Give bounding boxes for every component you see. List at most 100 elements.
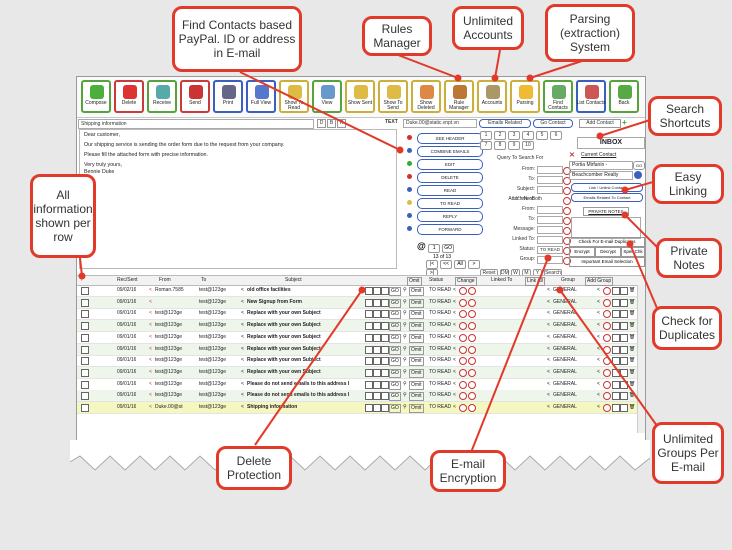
row-go-button[interactable]: GO: [389, 287, 401, 296]
row-go-button[interactable]: GO: [389, 392, 401, 402]
row-go-button[interactable]: GO: [389, 298, 401, 308]
row-omit-button[interactable]: Omit: [409, 380, 424, 390]
query-input[interactable]: [537, 166, 563, 174]
row-group-checkbox[interactable]: [612, 357, 620, 366]
search-icon[interactable]: ⚲: [403, 322, 407, 329]
row-group-checkbox[interactable]: [612, 322, 620, 331]
row-group-checkbox[interactable]: [620, 345, 628, 354]
row-flag-checkbox[interactable]: [365, 368, 373, 377]
row-flag-checkbox[interactable]: [373, 287, 381, 295]
copy-icon[interactable]: [603, 345, 611, 354]
col-linked-to[interactable]: Linked To: [491, 277, 513, 283]
row-omit-button[interactable]: Omit: [409, 333, 424, 343]
toolbar-button-receive[interactable]: Receive: [147, 80, 177, 113]
row-group-checkbox[interactable]: [612, 298, 620, 307]
row-flag-checkbox[interactable]: [365, 357, 373, 366]
row-flag-checkbox[interactable]: [365, 287, 373, 295]
row-checkbox[interactable]: [81, 380, 89, 389]
delete-icon[interactable]: [468, 310, 476, 319]
read-icon[interactable]: [459, 322, 467, 331]
col-to[interactable]: To: [201, 277, 207, 283]
query-input[interactable]: [537, 226, 563, 234]
search-icon[interactable]: ⚲: [403, 404, 407, 410]
close-icon[interactable]: ✕: [569, 152, 575, 159]
row-flag-checkbox[interactable]: [381, 380, 389, 389]
page-input[interactable]: 1: [428, 244, 441, 253]
row-checkbox[interactable]: [81, 357, 89, 366]
read-icon[interactable]: [459, 357, 467, 366]
emails-related-contact-button[interactable]: Emails Related To Contact: [571, 193, 643, 202]
row-flag-checkbox[interactable]: [381, 357, 389, 366]
row-omit-button[interactable]: Omit: [409, 392, 424, 402]
clear-icon[interactable]: [563, 227, 571, 235]
delete-icon[interactable]: [468, 404, 476, 412]
row-checkbox[interactable]: [81, 310, 89, 319]
trash-icon[interactable]: 🗑: [629, 298, 636, 305]
clear-icon[interactable]: [563, 237, 571, 245]
action-see-header-button[interactable]: SEE HEADER: [417, 133, 483, 144]
row-group-checkbox[interactable]: [612, 333, 620, 342]
delete-icon[interactable]: [468, 368, 476, 377]
delete-icon[interactable]: [468, 345, 476, 354]
clear-icon[interactable]: [563, 177, 571, 185]
toolbar-button-compose[interactable]: Compose: [81, 80, 111, 113]
copy-icon[interactable]: [603, 298, 611, 307]
toolbar-button-show-deleted[interactable]: Show Deleted: [411, 80, 441, 113]
row-flag-checkbox[interactable]: [381, 345, 389, 354]
row-go-button[interactable]: GO: [389, 368, 401, 378]
row-flag-checkbox[interactable]: [381, 392, 389, 401]
row-flag-checkbox[interactable]: [381, 404, 389, 412]
row-flag-checkbox[interactable]: [381, 368, 389, 377]
row-go-button[interactable]: GO: [389, 333, 401, 343]
row-group-checkbox[interactable]: [612, 287, 620, 295]
search-icon[interactable]: ⚲: [403, 333, 407, 340]
toolbar-button-send[interactable]: Send: [180, 80, 210, 113]
row-flag-checkbox[interactable]: [373, 298, 381, 307]
row-group-checkbox[interactable]: [620, 404, 628, 412]
shortcut-button[interactable]: 5: [536, 131, 548, 140]
delete-icon[interactable]: [468, 380, 476, 389]
list-scrollbar[interactable]: [637, 285, 645, 433]
row-checkbox[interactable]: [81, 368, 89, 377]
toolbar-button-back[interactable]: Back: [609, 80, 639, 113]
toolbar-button-accounts[interactable]: Accounts: [477, 80, 507, 113]
row-flag-checkbox[interactable]: [381, 287, 389, 295]
toolbar-button-print[interactable]: Print: [213, 80, 243, 113]
add-contact-button[interactable]: Add Contact: [579, 119, 621, 128]
trash-icon[interactable]: 🗑: [629, 310, 636, 317]
search-icon[interactable]: ⚲: [403, 310, 407, 317]
row-flag-checkbox[interactable]: [381, 333, 389, 342]
trash-icon[interactable]: 🗑: [629, 333, 636, 340]
query-input[interactable]: [537, 256, 563, 264]
flag-r[interactable]: R: [337, 119, 346, 128]
toolbar-button-view[interactable]: View: [312, 80, 342, 113]
read-icon[interactable]: [459, 287, 467, 295]
row-go-button[interactable]: GO: [389, 404, 401, 413]
toolbar-button-delete[interactable]: Delete: [114, 80, 144, 113]
clear-icon[interactable]: [563, 197, 571, 205]
toolbar-button-find-contacts[interactable]: Find Contacts: [543, 80, 573, 113]
row-omit-button[interactable]: Omit: [409, 322, 424, 332]
row-checkbox[interactable]: [81, 345, 89, 354]
pager-nav-button[interactable]: All: [454, 260, 466, 269]
toolbar-button-show-sent[interactable]: Show Sent: [345, 80, 375, 113]
copy-icon[interactable]: [603, 333, 611, 342]
row-group-checkbox[interactable]: [612, 380, 620, 389]
row-omit-button[interactable]: Omit: [409, 404, 424, 413]
action-forward-button[interactable]: FORWARD: [417, 224, 483, 235]
search-icon[interactable]: ⚲: [403, 380, 407, 387]
shortcut-button[interactable]: 9: [508, 141, 520, 150]
row-group-checkbox[interactable]: [620, 322, 628, 331]
query-input[interactable]: [537, 186, 563, 194]
toolbar-button-show-to-read[interactable]: Show To Read: [279, 80, 309, 113]
clear-icon[interactable]: [563, 207, 571, 215]
row-flag-checkbox[interactable]: [365, 345, 373, 354]
action-read-button[interactable]: READ: [417, 185, 483, 196]
shortcut-button[interactable]: 10: [522, 141, 534, 150]
check-duplicates-button[interactable]: Check For E-mail Duplicates: [569, 237, 645, 247]
